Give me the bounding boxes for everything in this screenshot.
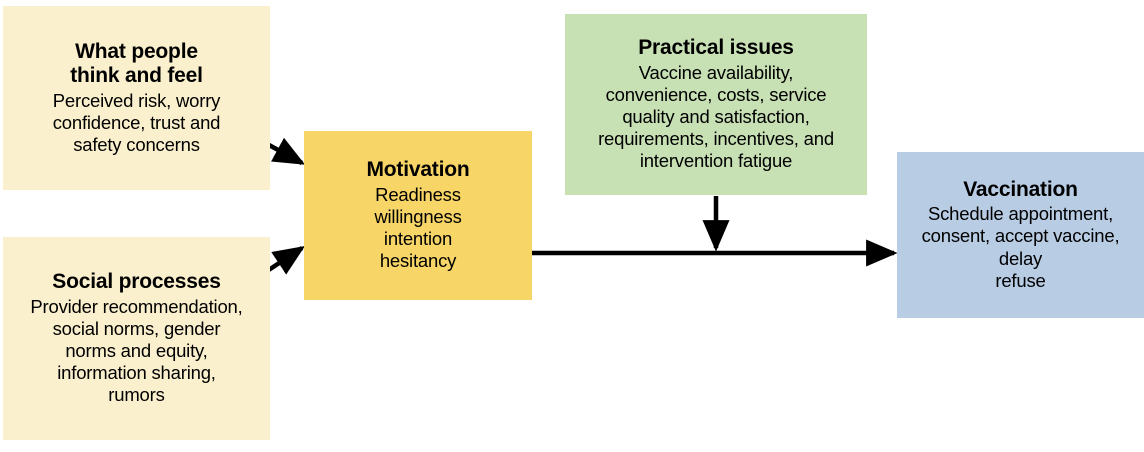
box-what-people-think-and-feel: What people think and feel Perceived ris…: [3, 6, 270, 190]
box-body-social: Provider recommendation, social norms, g…: [30, 295, 243, 406]
box-vaccination: Vaccination Schedule appointment, consen…: [897, 152, 1144, 318]
box-body-motivation: Readiness willingness intention hesitanc…: [374, 183, 462, 272]
box-practical-issues: Practical issues Vaccine availability, c…: [565, 14, 867, 195]
box-social-processes: Social processes Provider recommendation…: [3, 237, 270, 440]
box-body-vaccination: Schedule appointment, consent, accept va…: [921, 203, 1120, 291]
box-title-social: Social processes: [52, 270, 221, 294]
box-body-think-feel: Perceived risk, worry confidence, trust …: [52, 89, 221, 155]
box-body-practical: Vaccine availability, convenience, costs…: [598, 61, 834, 172]
box-title-practical: Practical issues: [638, 36, 794, 60]
box-title-vaccination: Vaccination: [963, 177, 1078, 201]
box-title-motivation: Motivation: [366, 158, 470, 182]
box-title-think-feel: What people think and feel: [70, 39, 203, 88]
box-motivation: Motivation Readiness willingness intenti…: [304, 131, 532, 300]
